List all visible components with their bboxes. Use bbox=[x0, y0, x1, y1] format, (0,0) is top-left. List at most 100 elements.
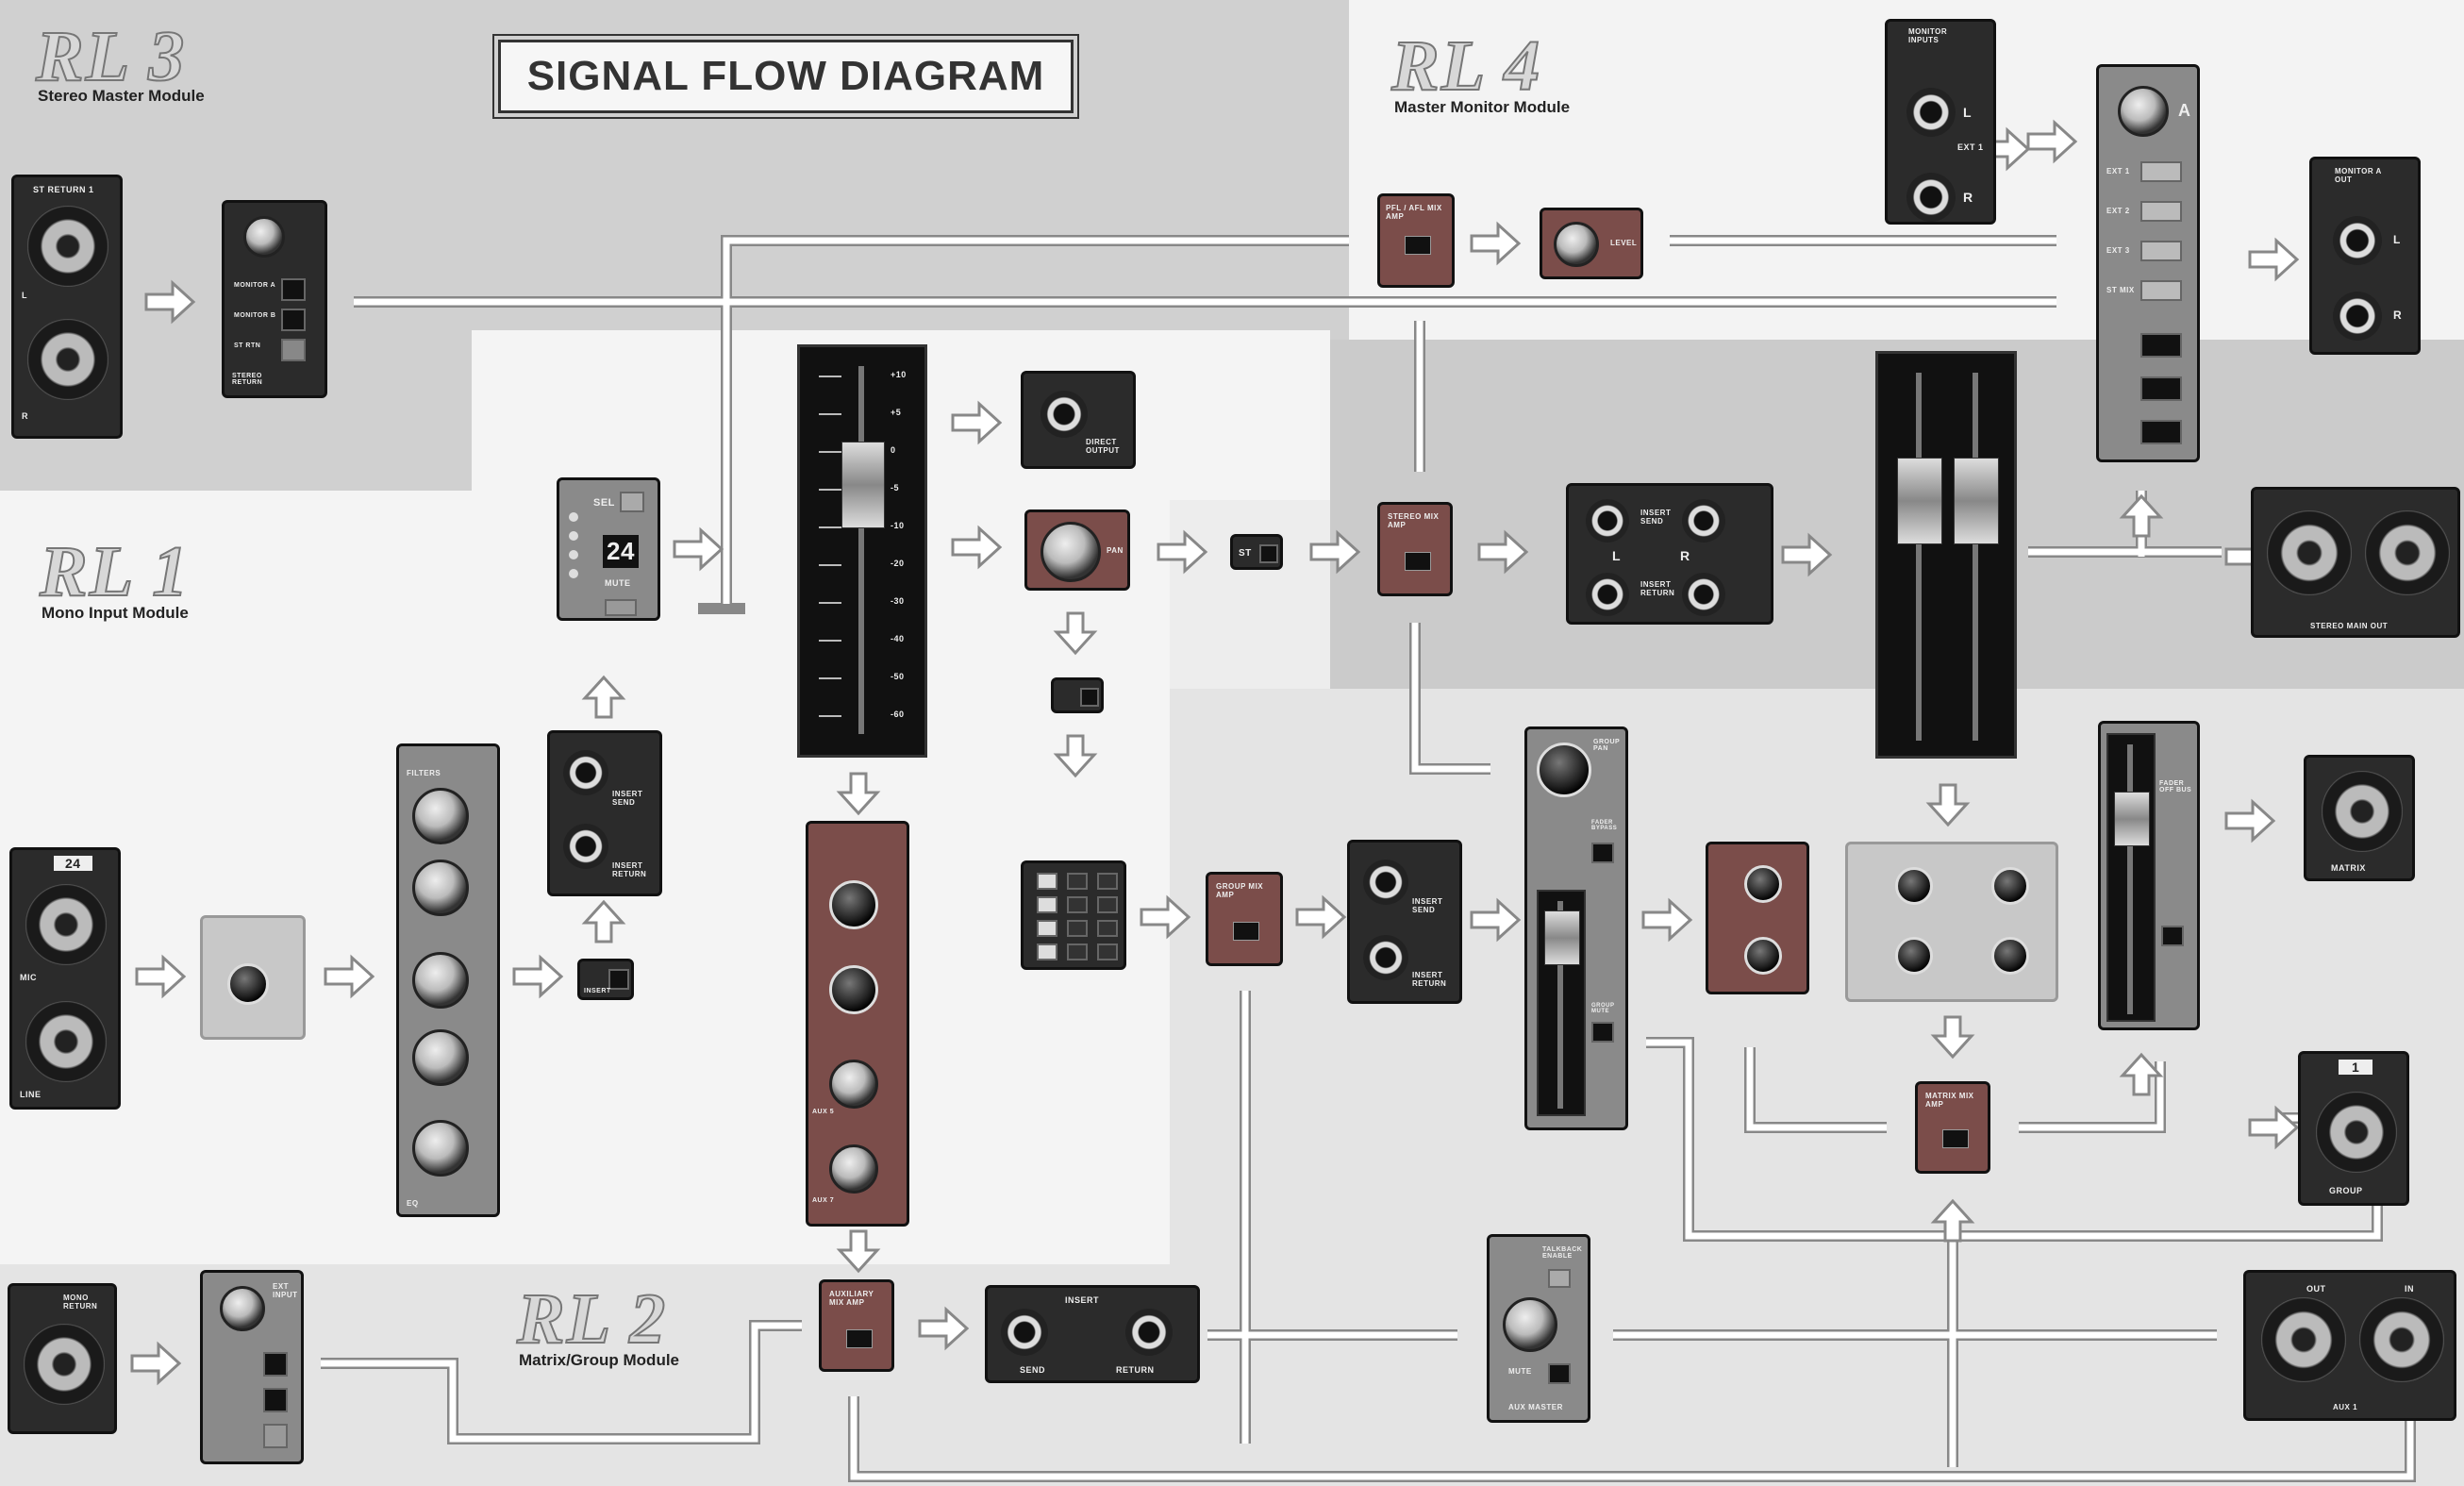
xlr-connector-icon[interactable] bbox=[2365, 510, 2450, 595]
fader-cap[interactable] bbox=[841, 442, 885, 528]
xlr-connector-icon[interactable] bbox=[27, 206, 108, 287]
aux-knob-icon[interactable] bbox=[829, 880, 878, 929]
rotary-knob-icon[interactable] bbox=[1554, 222, 1599, 267]
jack-socket-icon[interactable] bbox=[1906, 88, 1956, 137]
stereo-master-fader[interactable] bbox=[1875, 351, 2017, 759]
jack-socket-icon[interactable] bbox=[2333, 292, 2382, 341]
flow-arrow-icon bbox=[2119, 1052, 2164, 1096]
pfl-button[interactable] bbox=[605, 599, 637, 616]
eq-knob-icon[interactable] bbox=[412, 952, 469, 1009]
matrix-send-knob-icon[interactable] bbox=[1991, 867, 2029, 905]
insert-switch-panel: INSERT bbox=[577, 959, 634, 1000]
st-mix-button[interactable] bbox=[2140, 280, 2182, 301]
routing-button[interactable] bbox=[1097, 943, 1118, 960]
flow-arrow-icon bbox=[2026, 119, 2078, 164]
xlr-connector-icon[interactable] bbox=[2267, 510, 2352, 595]
eq-knob-icon[interactable] bbox=[412, 1029, 469, 1086]
routing-button[interactable] bbox=[1067, 873, 1088, 890]
fader-bypass-button[interactable] bbox=[1591, 843, 1614, 863]
fader-cap[interactable] bbox=[1954, 458, 1999, 544]
sel-button[interactable] bbox=[620, 492, 644, 512]
fader-cap[interactable] bbox=[2114, 792, 2150, 846]
xlr-connector-icon[interactable] bbox=[2316, 1092, 2397, 1173]
aux-7-knob-icon[interactable] bbox=[829, 1144, 878, 1194]
routing-button[interactable] bbox=[1097, 920, 1118, 937]
aux-master-knob-icon[interactable] bbox=[1503, 1297, 1557, 1352]
aux-5-knob-icon[interactable] bbox=[829, 1060, 878, 1109]
gain-knob-icon[interactable] bbox=[227, 963, 269, 1005]
push-button[interactable] bbox=[263, 1388, 288, 1412]
pan-knob-icon[interactable] bbox=[1041, 522, 1101, 582]
monitor-a-level-knob-icon[interactable] bbox=[2118, 86, 2169, 137]
xlr-connector-icon[interactable] bbox=[27, 319, 108, 400]
jack-socket-icon[interactable] bbox=[1363, 860, 1408, 905]
xlr-connector-icon[interactable] bbox=[24, 1324, 105, 1405]
mic-xlr-connector-icon[interactable] bbox=[25, 884, 107, 965]
ext-input-knob-icon[interactable] bbox=[220, 1286, 265, 1331]
insert-send-jack-icon[interactable] bbox=[563, 750, 608, 795]
ext-2-button[interactable] bbox=[2140, 201, 2182, 222]
mute-button[interactable] bbox=[2161, 926, 2184, 946]
direct-output-jack-icon[interactable] bbox=[1041, 391, 1088, 438]
routing-button[interactable] bbox=[1067, 943, 1088, 960]
matrix-send-knob-icon[interactable] bbox=[1744, 937, 1782, 975]
jack-socket-icon[interactable] bbox=[1682, 573, 1725, 616]
ext-3-button[interactable] bbox=[2140, 241, 2182, 261]
filter-knob-icon[interactable] bbox=[412, 788, 469, 844]
routing-button[interactable] bbox=[1097, 896, 1118, 913]
mute-button[interactable] bbox=[1548, 1363, 1571, 1384]
matrix-send-knob-icon[interactable] bbox=[1991, 937, 2029, 975]
xlr-connector-icon[interactable] bbox=[2261, 1297, 2346, 1382]
jack-socket-icon[interactable] bbox=[2333, 216, 2382, 265]
jack-socket-icon[interactable] bbox=[1363, 935, 1408, 980]
jack-socket-icon[interactable] bbox=[1586, 573, 1629, 616]
insert-return-jack-icon[interactable] bbox=[563, 824, 608, 869]
send-jack-icon[interactable] bbox=[1001, 1309, 1048, 1356]
routing-button[interactable] bbox=[1037, 896, 1057, 913]
routing-button[interactable] bbox=[1097, 873, 1118, 890]
jack-socket-icon[interactable] bbox=[1586, 499, 1629, 543]
routing-button[interactable] bbox=[1037, 920, 1057, 937]
xlr-connector-icon[interactable] bbox=[2322, 771, 2403, 852]
group-mute-button[interactable] bbox=[1591, 1022, 1614, 1043]
aux-knob-icon[interactable] bbox=[829, 965, 878, 1014]
jack-socket-icon[interactable] bbox=[1906, 173, 1956, 222]
push-button[interactable] bbox=[2140, 333, 2182, 358]
line-xlr-connector-icon[interactable] bbox=[25, 1001, 107, 1082]
routing-button[interactable] bbox=[1067, 896, 1088, 913]
st-rtn-button[interactable] bbox=[281, 339, 306, 361]
aux-insert-panel: INSERT SEND RETURN bbox=[985, 1285, 1200, 1383]
matrix-fader[interactable] bbox=[2106, 733, 2156, 1022]
group-fader[interactable] bbox=[1537, 890, 1586, 1116]
push-button[interactable] bbox=[263, 1352, 288, 1377]
stereo-return-label: STEREO RETURN bbox=[232, 373, 263, 386]
push-button[interactable] bbox=[2140, 376, 2182, 401]
push-button[interactable] bbox=[2140, 420, 2182, 444]
fader-cap[interactable] bbox=[1544, 910, 1580, 965]
xlr-connector-icon[interactable] bbox=[2359, 1297, 2444, 1382]
routing-button[interactable] bbox=[1067, 920, 1088, 937]
level-knob-icon[interactable] bbox=[243, 216, 285, 258]
pre-post-button[interactable] bbox=[1080, 688, 1099, 707]
ext-1-button[interactable] bbox=[2140, 161, 2182, 182]
push-button[interactable] bbox=[263, 1424, 288, 1448]
group-pan-knob-icon[interactable] bbox=[1537, 743, 1591, 797]
jack-socket-icon[interactable] bbox=[1682, 499, 1725, 543]
monitor-a-button[interactable] bbox=[281, 278, 306, 301]
eq-knob-icon[interactable] bbox=[412, 1120, 469, 1177]
insert-button[interactable] bbox=[608, 969, 629, 990]
talkback-enable-label: TALKBACK ENABLE bbox=[1542, 1246, 1583, 1260]
routing-button[interactable] bbox=[1037, 873, 1057, 890]
eq-knob-icon[interactable] bbox=[412, 860, 469, 916]
matrix-send-knob-icon[interactable] bbox=[1744, 865, 1782, 903]
talkback-enable-button[interactable] bbox=[1548, 1269, 1571, 1288]
fader-scale-label: +10 bbox=[891, 370, 907, 379]
monitor-b-button[interactable] bbox=[281, 309, 306, 331]
fader-cap[interactable] bbox=[1897, 458, 1942, 544]
return-jack-icon[interactable] bbox=[1125, 1309, 1173, 1356]
st-button[interactable] bbox=[1259, 544, 1278, 563]
matrix-send-knob-icon[interactable] bbox=[1895, 867, 1933, 905]
matrix-send-knob-icon[interactable] bbox=[1895, 937, 1933, 975]
routing-button[interactable] bbox=[1037, 943, 1057, 960]
